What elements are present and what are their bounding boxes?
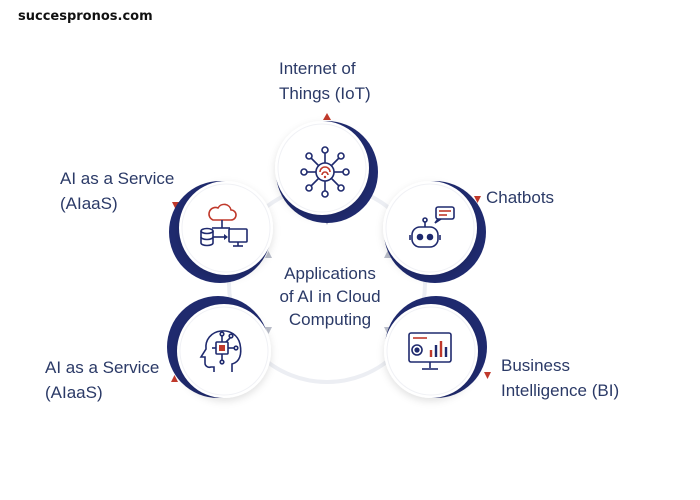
label-aiaas-top-line-2: (AIaaS) (60, 194, 118, 213)
label-chatbots: Chatbots (486, 185, 554, 210)
chatbot-icon (409, 206, 455, 248)
label-aiaas-top-line-1: AI as a Service (60, 169, 175, 188)
node-bi (384, 296, 487, 398)
center-title: Applications of AI in Cloud Computing (250, 262, 410, 331)
label-aiaas-bottom: AI as a Service (AIaaS) (45, 355, 159, 405)
ring-arrow-right-upper (384, 251, 391, 258)
accent-markers (171, 113, 491, 382)
dashboard-monitor-icon (408, 332, 452, 370)
accent-marker-aiaas-top (172, 202, 179, 209)
label-iot-line-1: Internet of (279, 59, 356, 78)
node-aiaas-bottom (167, 296, 271, 398)
label-chatbots-line-1: Chatbots (486, 188, 555, 207)
label-aiaas-bottom-line-1: AI as a Service (45, 358, 160, 377)
node-aiaas-top (169, 181, 273, 283)
center-title-line-3: Computing (288, 310, 372, 329)
label-bi-line-1: Business (501, 356, 570, 375)
accent-marker-bi (484, 372, 491, 379)
center-title-line-2: of AI in Cloud (279, 287, 381, 306)
label-bi-line-2: Intelligence (BI) (501, 381, 620, 400)
cloud-data-icon (200, 203, 248, 247)
label-aiaas-bottom-line-2: (AIaaS) (45, 383, 103, 402)
ai-head-icon (199, 330, 242, 372)
iot-hub-icon (300, 146, 350, 198)
ring-arrow-left-lower (265, 327, 272, 334)
label-iot-line-2: Things (IoT) (279, 84, 371, 103)
label-iot: Internet of Things (IoT) (279, 56, 371, 106)
label-aiaas-top: AI as a Service (AIaaS) (60, 166, 174, 216)
center-title-line-1: Applications (284, 264, 376, 283)
site-watermark: succespronos.com (18, 9, 153, 24)
label-bi: Business Intelligence (BI) (501, 353, 619, 403)
accent-marker-aiaas-bottom (171, 375, 178, 382)
accent-marker-chatbots (474, 196, 481, 203)
node-iot (275, 121, 378, 223)
accent-marker-iot (323, 113, 331, 120)
node-chatbots (383, 181, 486, 283)
ring-arrow-left-upper (265, 251, 272, 258)
